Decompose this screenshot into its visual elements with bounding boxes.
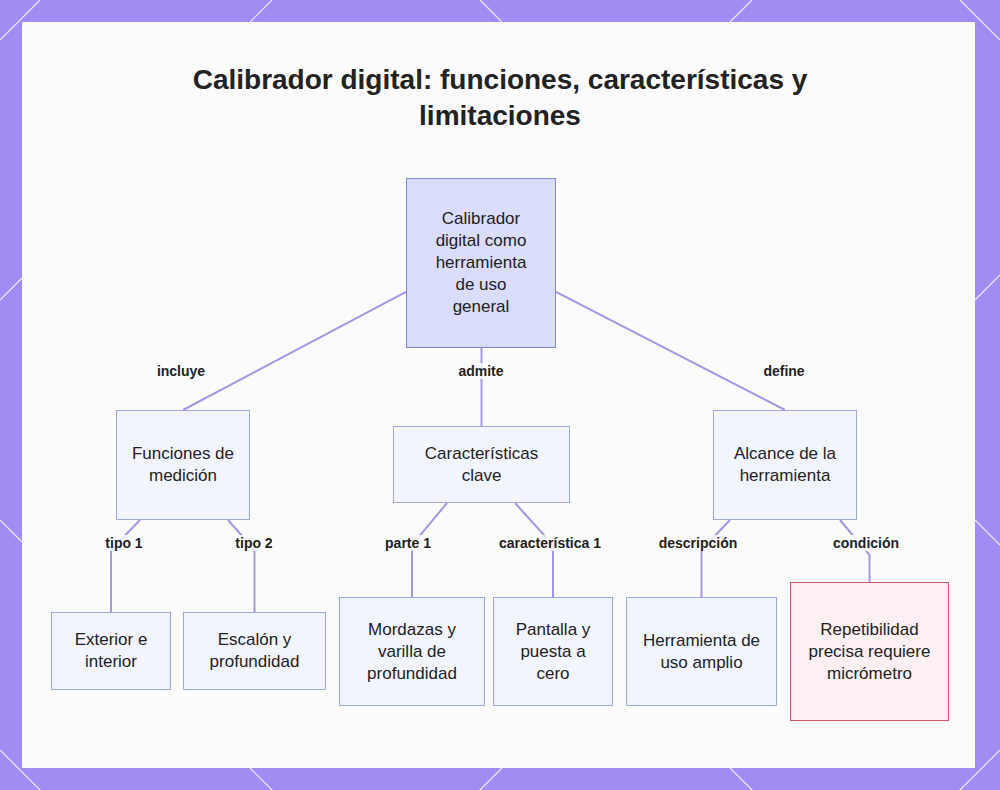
edge-label: condición <box>831 535 901 551</box>
connector-line <box>556 292 785 410</box>
node-text: Características clave <box>408 443 555 487</box>
concept-box: Herramienta de uso amplio <box>626 597 777 706</box>
concept-box: Repetibilidad precisa requiere micrómetr… <box>790 582 949 721</box>
concept-box: Escalón y profundidad <box>183 612 326 690</box>
concept-box: Características clave <box>393 426 570 503</box>
node-text: Exterior e interior <box>66 629 156 673</box>
node-text: Herramienta de uso amplio <box>641 630 762 674</box>
connector-line <box>228 520 255 612</box>
node-text: Alcance de la herramienta <box>728 443 842 487</box>
edge-label: incluye <box>155 363 207 379</box>
edge-label: tipo 2 <box>233 535 274 551</box>
concept-box: Pantalla y puesta a cero <box>493 597 613 706</box>
edge-label: tipo 1 <box>103 535 144 551</box>
node-text: Repetibilidad precisa requiere micrómetr… <box>805 619 934 685</box>
edge-label: característica 1 <box>497 535 603 551</box>
edge-label: define <box>761 363 806 379</box>
edge-label: admite <box>456 363 505 379</box>
concept-box: Calibrador digital como herramienta de u… <box>406 178 556 348</box>
node-text: Mordazas y varilla de profundidad <box>354 619 470 685</box>
connector-line <box>840 520 870 582</box>
connector-line <box>111 520 140 612</box>
node-text: Calibrador digital como herramienta de u… <box>427 208 535 318</box>
node-text: Pantalla y puesta a cero <box>508 619 598 685</box>
edge-label: parte 1 <box>383 535 433 551</box>
edge-label: descripción <box>657 535 740 551</box>
concept-box: Mordazas y varilla de profundidad <box>339 597 485 706</box>
node-text: Funciones de medición <box>131 443 235 487</box>
connector-line <box>702 520 731 597</box>
concept-box: Exterior e interior <box>51 612 171 690</box>
node-text: Escalón y profundidad <box>198 629 311 673</box>
connector-line <box>183 292 406 410</box>
concept-box: Alcance de la herramienta <box>713 410 857 520</box>
connector-line <box>481 348 483 426</box>
concept-box: Funciones de medición <box>116 410 250 520</box>
diagram-title: Calibrador digital: funciones, caracterí… <box>150 62 850 134</box>
